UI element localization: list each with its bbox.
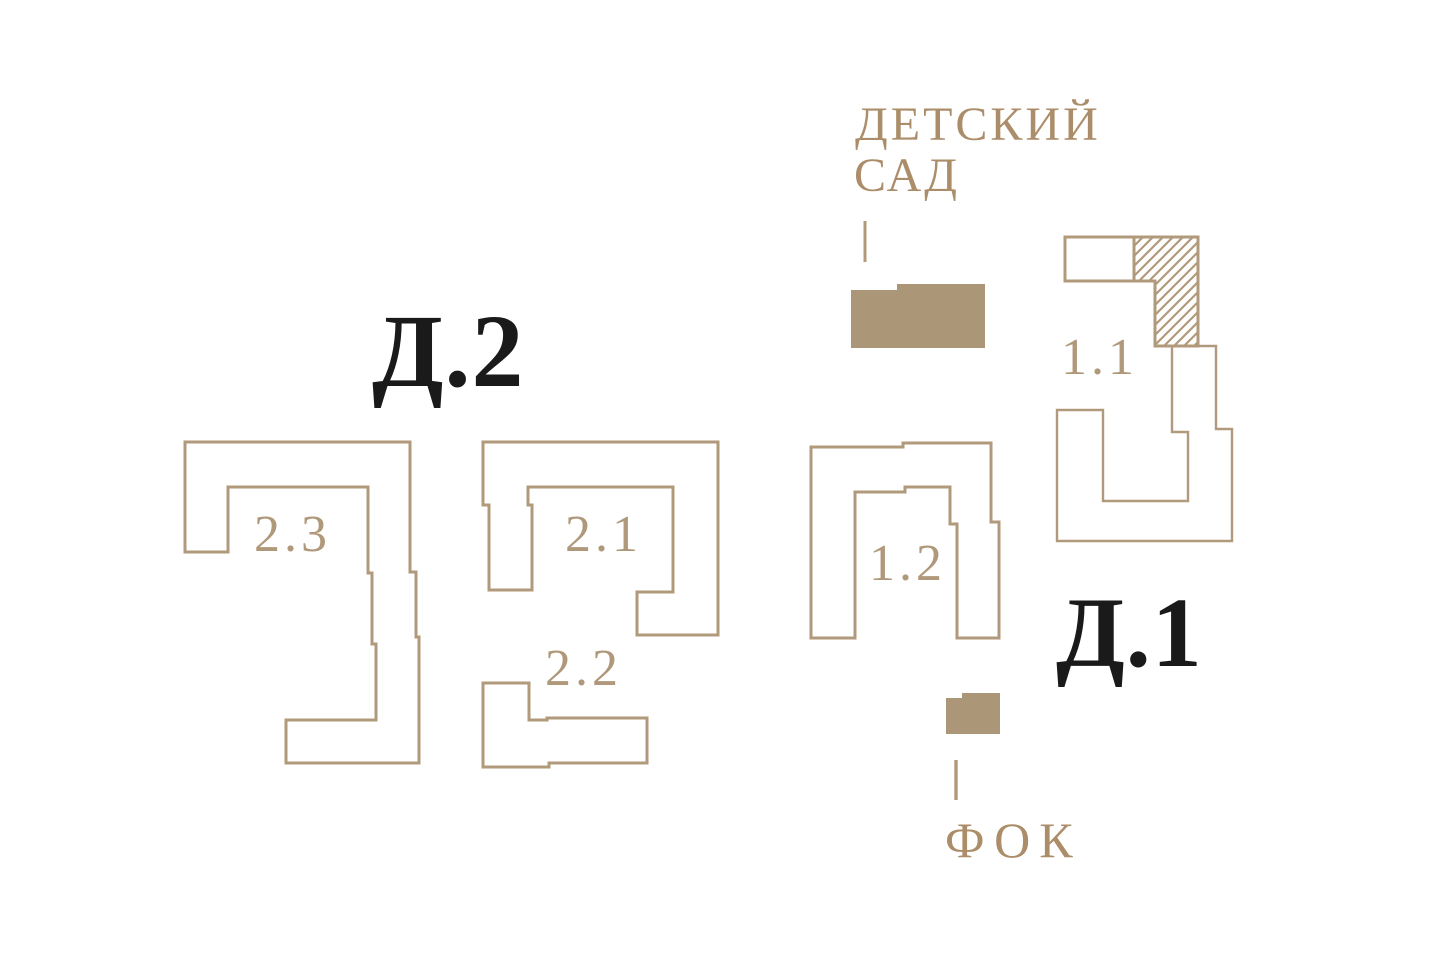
house-d1-group: Д.1 1.1 1.2 [809, 235, 1234, 688]
house-d1-label: Д.1 [1056, 577, 1203, 688]
sports-center-building [946, 693, 1000, 734]
building-2-3: 2.3 [183, 440, 421, 765]
building-1-1-hatched-section[interactable] [1132, 235, 1200, 348]
building-1-1-outline[interactable] [1055, 344, 1234, 543]
kindergarten-building [851, 284, 985, 348]
kindergarten-label-line2: САД [854, 149, 960, 202]
building-1-2: 1.2 [809, 441, 1001, 640]
building-1-1: 1.1 [1055, 235, 1234, 543]
building-1-2-outline[interactable] [809, 441, 1001, 640]
building-2-1: 2.1 [481, 440, 720, 637]
building-2-2: 2.2 [481, 640, 649, 769]
sports-center-group: ФОК [945, 693, 1082, 868]
building-2-2-label[interactable]: 2.2 [545, 640, 622, 697]
building-1-1-annex-outline[interactable] [1063, 235, 1136, 283]
kindergarten-group: ДЕТСКИЙ САД [851, 98, 1101, 348]
building-2-2-outline[interactable] [481, 681, 649, 769]
building-1-1-label[interactable]: 1.1 [1061, 329, 1138, 386]
house-d2-group: Д.2 2.3 2.1 2.2 [183, 294, 720, 769]
building-2-3-outline[interactable] [183, 440, 421, 765]
building-2-3-label[interactable]: 2.3 [254, 506, 331, 563]
kindergarten-label-line1: ДЕТСКИЙ [855, 98, 1101, 151]
sports-center-label: ФОК [945, 812, 1082, 868]
house-d2-label: Д.2 [372, 294, 525, 409]
building-2-1-outline[interactable] [481, 440, 720, 637]
building-1-2-label[interactable]: 1.2 [869, 535, 946, 592]
building-2-1-label[interactable]: 2.1 [565, 506, 642, 563]
